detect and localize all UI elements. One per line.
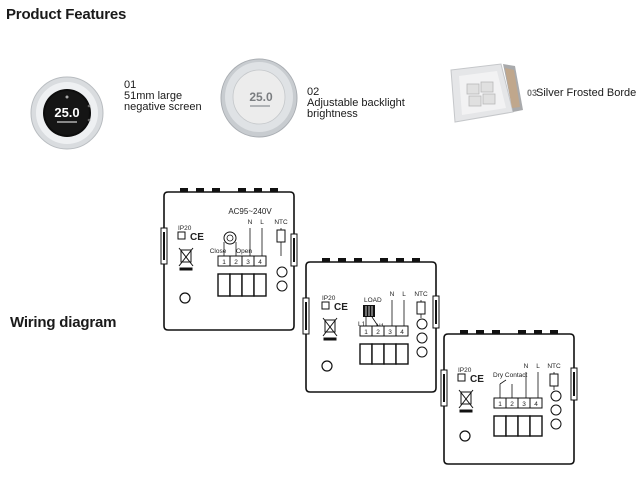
feature-02-number: 02 [307,86,320,98]
gc-terminal-1: 1 [498,401,502,408]
gc-weee-icon [458,389,474,413]
gc-wiring-diagram: GC IP20 CE Dry Contact N L NTC 1 2 3 4 [440,330,578,465]
gb-ip-rating: IP20 [322,295,336,302]
ga-wiring-diagram: GA AC95~240V IP20 CE Close Open N L NTC … [160,188,298,331]
gb-ntc-label: NTC [414,291,428,298]
ga-close-label: Close [210,248,227,255]
gb-n-label: N [390,291,395,298]
ga-ip-rating: IP20 [178,225,192,232]
silver-border-image [450,63,523,123]
feature-03-number: 03 [527,88,538,98]
gc-ce-mark: CE [470,374,484,385]
feature-03-text: Silver Frosted Borde [536,87,637,99]
gb-l-label: L [402,291,406,298]
gc-ip-rating: IP20 [458,367,472,374]
angled-temp-readout: 25.0 [249,90,273,104]
feature-02-line1: Adjustable backlight [307,97,405,109]
gb-terminal-3: 3 [388,329,392,336]
ga-terminal-2: 2 [234,259,238,266]
gc-ntc-label: NTC [547,363,561,370]
ga-l-label: L [260,219,264,226]
gb-terminal-1: 1 [364,329,368,336]
ga-voltage: AC95~240V [228,207,272,216]
feature-02-line2: brightness [307,108,358,120]
feature-01-number: 01 [124,79,137,91]
ga-weee-icon [178,247,194,271]
gb-wiring-diagram: GB IP20 CE LOAD L1 N1 N L NTC 1 2 3 4 [302,258,440,393]
wiring-diagram-heading: Wiring diagram [10,314,117,331]
gc-l-label: L [536,363,540,370]
ga-ce-mark: CE [190,232,204,243]
feature-03: 03Silver Frosted Borde [527,87,636,99]
gb-terminal-4: 4 [400,329,404,336]
front-temp-readout: 25.0 [54,105,79,120]
ga-terminal-1: 1 [222,259,226,266]
thermostat-front-image: 25.0 [30,76,104,150]
ga-open-label: Open [236,248,252,255]
gc-terminal-2: 2 [510,401,514,408]
ga-terminal-3: 3 [246,259,250,266]
gb-ce-mark: CE [334,302,348,313]
gc-terminal-3: 3 [522,401,526,408]
gb-terminal-2: 2 [376,329,380,336]
gc-dry-contact-label: Dry Contact [493,372,528,379]
feature-02: 02 Adjustable backlight brightness [307,86,405,120]
feature-01: 01 51mm large negative screen [124,79,202,113]
gb-load-label: LOAD [364,297,382,304]
ga-ntc-label: NTC [274,219,288,226]
product-features-heading: Product Features [6,6,127,23]
feature-01-line1: 51mm large [124,90,183,102]
feature-01-line2: negative screen [124,101,202,113]
gc-n-label: N [524,363,529,370]
gb-weee-icon [322,317,338,341]
gc-terminal-4: 4 [534,401,538,408]
gb-l1-label: L1 [358,321,366,328]
ga-terminal-4: 4 [258,259,262,266]
thermostat-angled-image: 25.0 [220,58,298,138]
ga-n-label: N [248,219,253,226]
